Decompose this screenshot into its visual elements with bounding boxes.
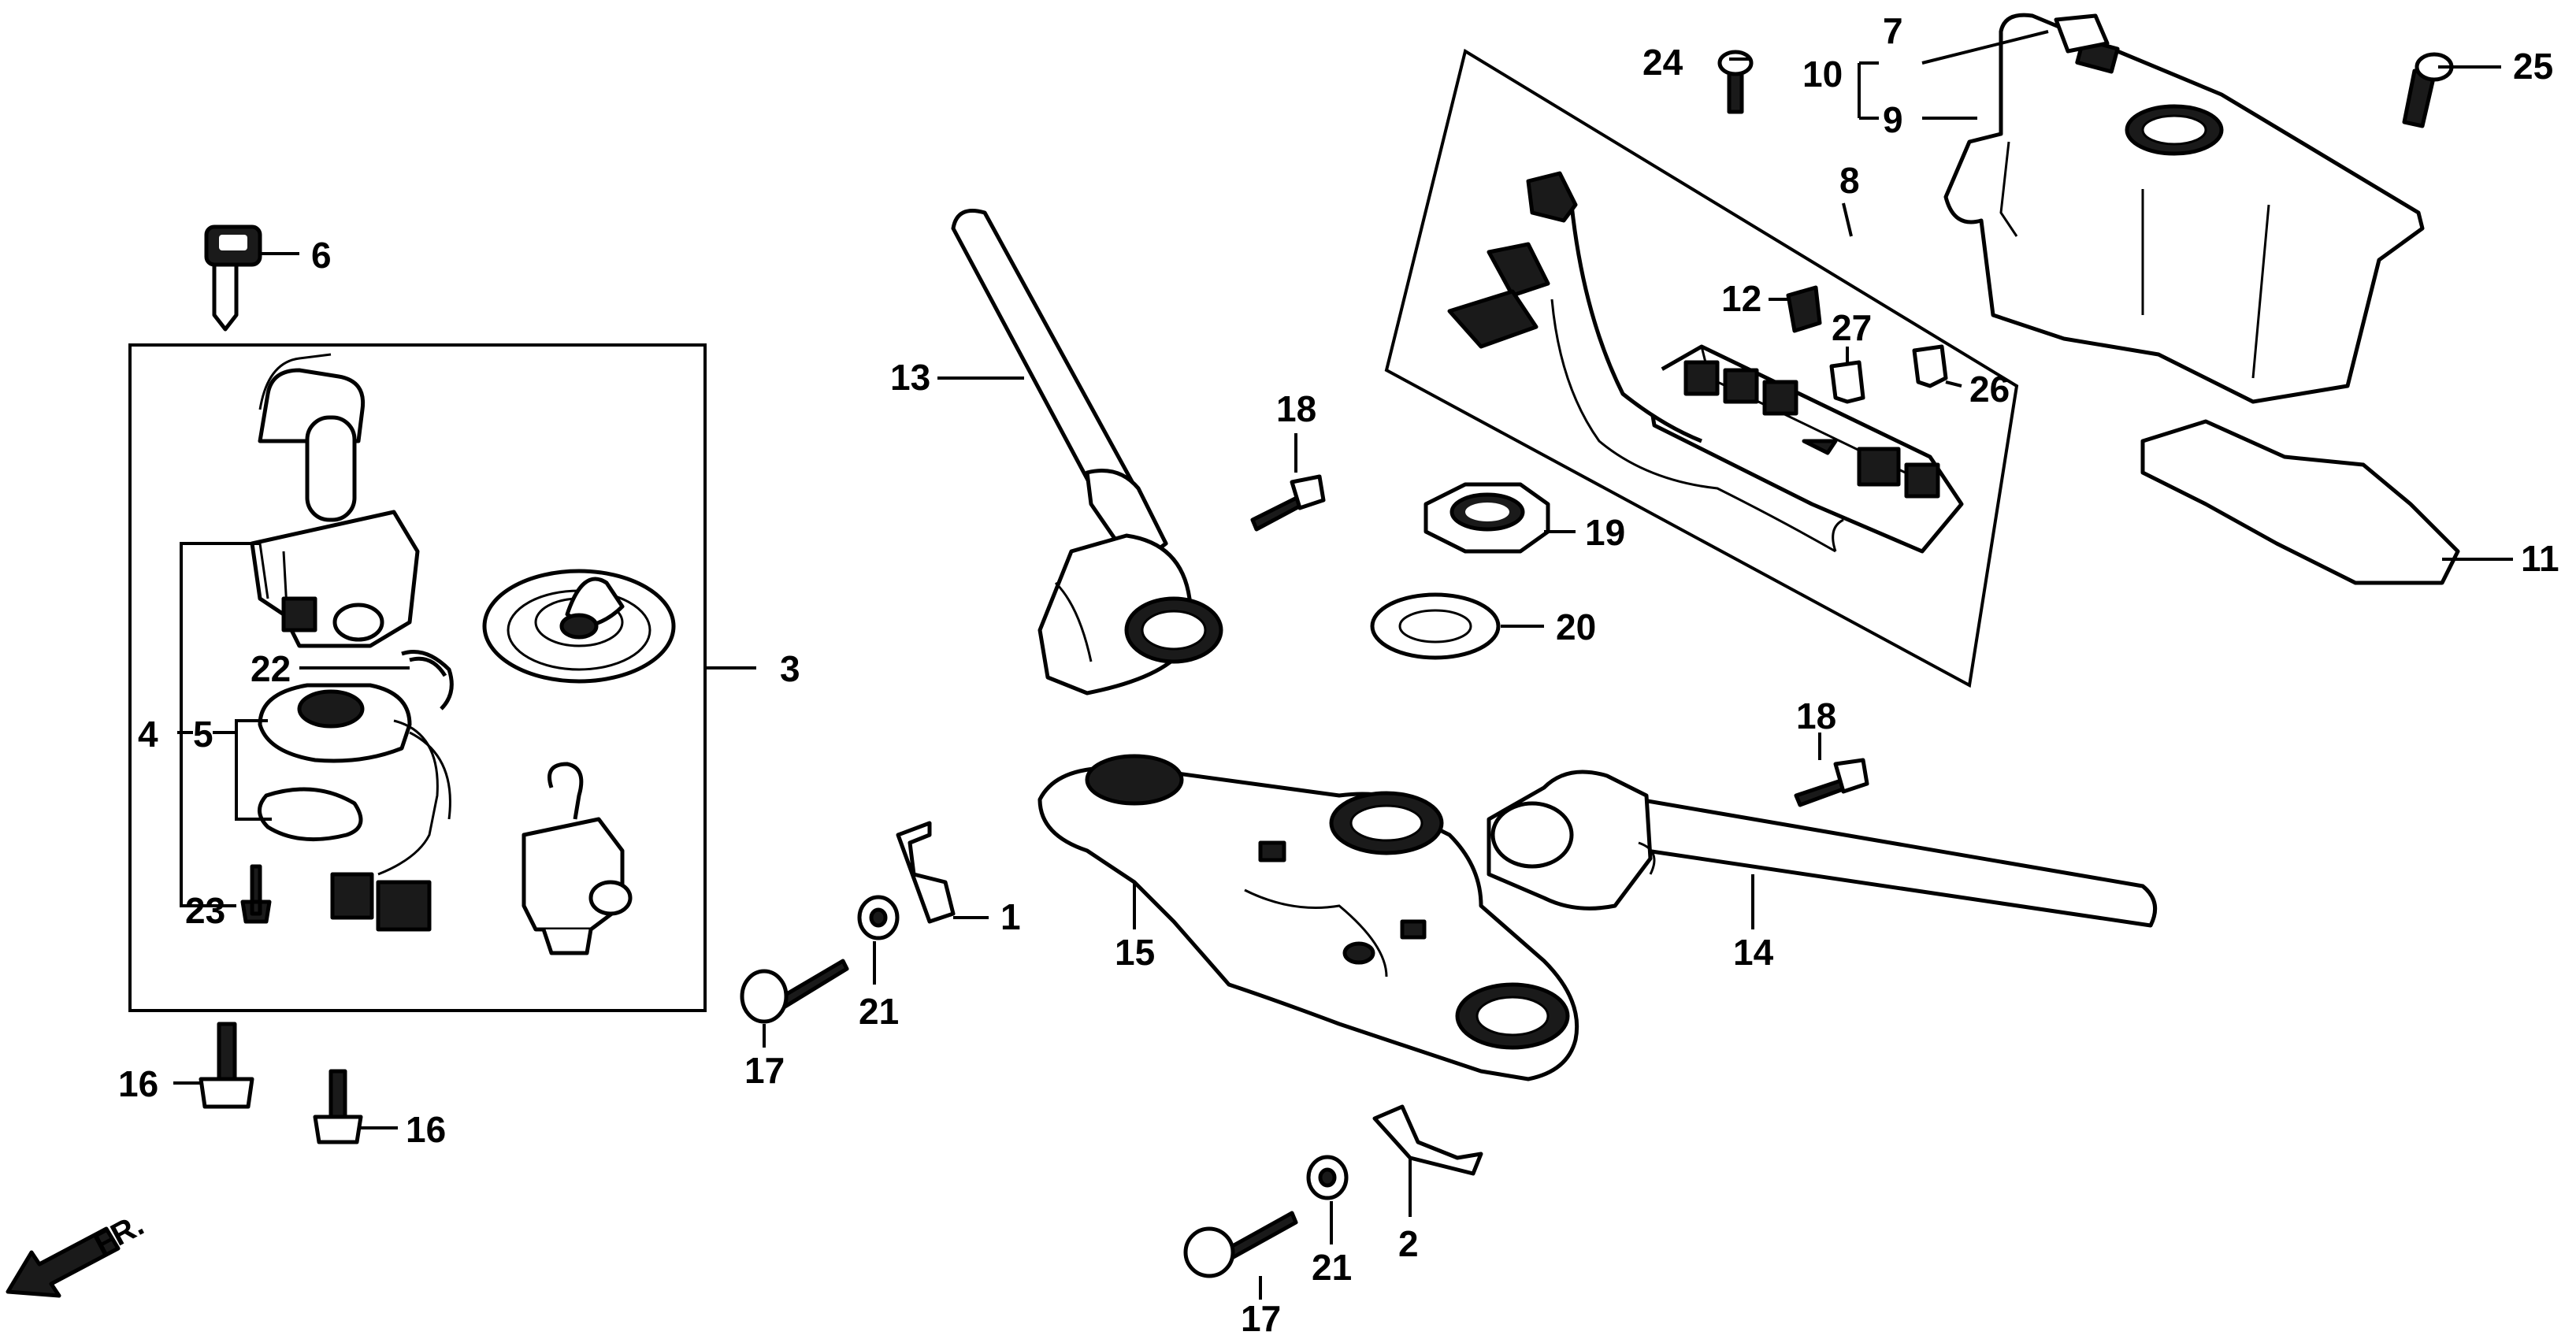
arrow-left-down-icon <box>6 1226 121 1298</box>
label-24: 24 <box>1642 42 1683 83</box>
cover-disc-part <box>482 569 676 684</box>
label-11: 11 <box>2521 538 2559 579</box>
left-handlebar-part <box>951 209 1223 695</box>
callout-labels: 1 2 3 4 5 6 7 8 9 10 11 12 13 14 15 16 1… <box>118 10 2559 1339</box>
key-part <box>204 224 262 332</box>
label-10: 10 <box>1802 54 1843 95</box>
front-marker: FR. <box>6 1207 150 1298</box>
label-15: 15 <box>1115 932 1155 973</box>
label-7: 7 <box>1883 10 1903 51</box>
bolt-17a-part <box>740 959 849 1024</box>
assembly-box <box>128 343 707 1012</box>
ring-clip-part <box>401 650 454 710</box>
label-23: 23 <box>185 890 225 931</box>
ignition-cylinder-part <box>250 353 420 648</box>
fuse-12-part <box>1786 285 1822 333</box>
gasket-11-part <box>2140 419 2460 585</box>
seal-part <box>258 787 363 842</box>
label-25: 25 <box>2513 46 2553 87</box>
fuse-assembly-box <box>1384 48 2019 688</box>
label-5: 5 <box>193 714 213 755</box>
connector-part-a <box>330 872 374 920</box>
fuse-26-part <box>1912 344 1948 388</box>
label-21a: 21 <box>859 991 899 1032</box>
label-16b: 16 <box>406 1109 446 1150</box>
label-17a: 17 <box>744 1050 785 1091</box>
label-8: 8 <box>1839 160 1860 201</box>
connector-part-b <box>376 880 432 932</box>
label-26: 26 <box>1969 369 2010 410</box>
bolt-18a-part <box>1250 474 1326 532</box>
label-18b: 18 <box>1796 695 1836 736</box>
label-6: 6 <box>311 235 332 276</box>
nut-19-part <box>1423 482 1550 554</box>
label-18a: 18 <box>1276 388 1316 429</box>
right-handlebar-part <box>1487 770 2158 928</box>
label-16a: 16 <box>118 1063 158 1104</box>
screw-23-part <box>240 864 272 924</box>
label-21b: 21 <box>1312 1247 1352 1288</box>
label-20: 20 <box>1556 606 1596 647</box>
label-9: 9 <box>1883 99 1903 140</box>
bolt-18b-part <box>1794 758 1869 807</box>
label-1: 1 <box>1000 896 1021 937</box>
bracket-2-part <box>1372 1104 1483 1176</box>
fuse-box-group <box>1384 48 2019 688</box>
top-cover-9-part <box>1943 13 2425 404</box>
leaders-middle <box>763 376 1821 1300</box>
bolt-16b-part <box>313 1069 363 1144</box>
leaders-right <box>1501 30 2513 628</box>
fuse-27-part <box>1829 360 1865 404</box>
label-4: 4 <box>138 714 158 755</box>
label-22: 22 <box>251 648 291 689</box>
label-14: 14 <box>1733 932 1774 973</box>
label-3: 3 <box>780 648 800 689</box>
washer-20-part <box>1370 592 1501 660</box>
contact-base-part <box>258 683 451 876</box>
switch-body-part <box>522 762 633 955</box>
label-2: 2 <box>1398 1223 1419 1264</box>
label-17b: 17 <box>1241 1298 1281 1339</box>
bolt-16a-part <box>199 1022 254 1109</box>
screw-25-part <box>2402 52 2454 128</box>
ignition-switch-group: FR. <box>6 224 707 1298</box>
bolt-17b-part <box>1183 1211 1298 1278</box>
screw-24-part <box>1717 50 1754 114</box>
pad-7-part <box>2054 13 2110 54</box>
bracket-1-part <box>896 821 956 924</box>
top-bridge-part <box>1037 754 1579 1081</box>
leaders-left <box>173 252 756 1129</box>
label-19: 19 <box>1585 512 1625 553</box>
label-27: 27 <box>1832 307 1872 348</box>
label-12: 12 <box>1721 278 1761 319</box>
label-13: 13 <box>890 357 930 398</box>
